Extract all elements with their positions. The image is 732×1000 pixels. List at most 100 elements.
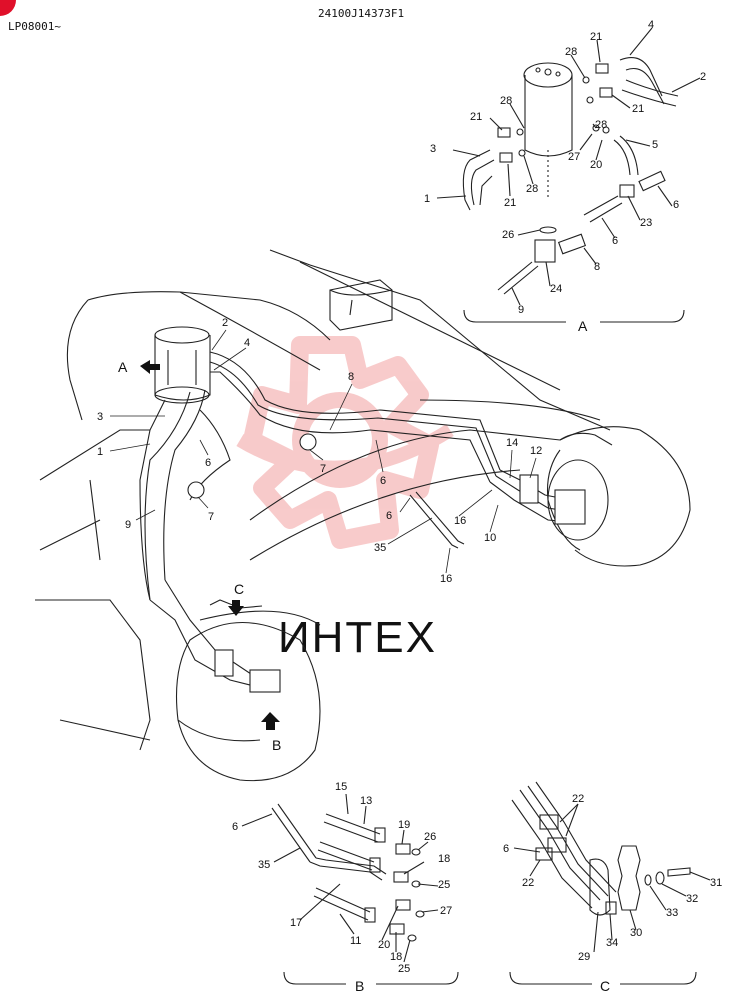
main-leaders [109, 329, 537, 574]
callout-b-6: 6 [232, 821, 238, 833]
detail-b-fitting-20 [395, 899, 411, 911]
detail-b-nut-13 [369, 857, 381, 873]
cylinder-block [329, 279, 393, 331]
callout-main-7a: 7 [320, 463, 326, 475]
detail-c-washer-33 [644, 874, 652, 886]
view-arrow-c-label: C [234, 581, 244, 597]
callout-main-14: 14 [506, 437, 518, 449]
view-arrow-a-icon [140, 360, 160, 374]
callout-a-5: 5 [652, 139, 658, 151]
cylinder-block-top [329, 289, 393, 296]
callout-a-28c: 28 [595, 119, 607, 131]
right-wheel-tread [559, 432, 613, 446]
watermark-logo [236, 336, 454, 549]
hose-1 [144, 391, 191, 601]
detail-b-oring-27 [415, 910, 425, 918]
section-c-label: C [600, 978, 610, 994]
body-left-rib [89, 479, 101, 561]
callout-c-6: 6 [503, 843, 509, 855]
callout-b-26: 26 [424, 831, 436, 843]
view-arrows [140, 360, 280, 730]
frame-plate-edge [179, 291, 321, 371]
hose-8b [209, 361, 497, 477]
detail-a-pipe-9b [503, 265, 539, 295]
detail-c-spacer-34 [605, 901, 617, 915]
detail-a-drawing [436, 27, 701, 323]
frame-left-curve [66, 299, 89, 421]
callout-b-27: 27 [440, 905, 452, 917]
callout-a-28d: 28 [526, 183, 538, 195]
corner-tab-shape [0, 0, 16, 16]
callout-a-20: 20 [590, 159, 602, 171]
callout-b-18b: 18 [390, 951, 402, 963]
fitting-block-b [249, 669, 281, 693]
callout-c-32: 32 [686, 893, 698, 905]
callout-a-26: 26 [502, 229, 514, 241]
detail-a-tube-2b [621, 89, 677, 107]
detail-b-tube-15b [323, 821, 379, 843]
detail-b-fitting-18b [389, 923, 405, 935]
detail-c-line-3 [535, 781, 617, 893]
callout-c-33: 33 [666, 907, 678, 919]
detail-a-fitting-21c [497, 127, 511, 138]
right-wheel-tire [559, 426, 691, 567]
axle-top-line [249, 429, 561, 521]
detail-c-bracket-29 [589, 858, 611, 916]
drawing-code-label: LP08001~ [8, 20, 61, 33]
callout-b-11: 11 [350, 935, 361, 947]
callout-main-9: 9 [125, 519, 131, 531]
callout-b-25b: 25 [398, 963, 410, 975]
detail-b-hose-6b [277, 803, 317, 859]
callout-a-28a: 28 [565, 46, 577, 58]
callout-b-25a: 25 [438, 879, 450, 891]
detail-a-pipe-6a [583, 195, 619, 216]
watermark-text: ИНТЕХ [278, 613, 437, 662]
callout-main-6c: 6 [386, 510, 392, 522]
corner-tab-marker [0, 0, 16, 16]
detail-a-part-6b [638, 170, 666, 192]
detail-b-drawing [241, 793, 459, 985]
callout-b-20: 20 [378, 939, 390, 951]
frame-top-curve [87, 291, 331, 341]
callout-a-8: 8 [594, 261, 600, 273]
callout-a-28b: 28 [500, 95, 512, 107]
callout-c-29: 29 [578, 951, 590, 963]
callout-c-22a: 22 [572, 793, 584, 805]
detail-c-callouts: 22 6 22 31 32 33 30 34 29 [503, 793, 722, 963]
callout-a-3: 3 [430, 143, 436, 155]
detail-b-bracket [283, 971, 459, 985]
callout-main-8: 8 [348, 371, 354, 383]
detail-a-tube-2 [625, 79, 679, 97]
detail-b-callouts: 15 13 19 26 6 18 35 25 17 27 11 20 18 25 [232, 781, 452, 975]
callout-a-6b: 6 [612, 235, 618, 247]
detail-b-fitting-19 [395, 843, 411, 855]
detail-c-drawing [509, 781, 711, 985]
callout-a-21c: 21 [470, 111, 482, 123]
body-left-top [39, 429, 150, 481]
left-wheel-tread [209, 599, 263, 609]
swivel-top [154, 326, 210, 344]
callout-main-4: 4 [244, 337, 250, 349]
callout-main-16a: 16 [454, 515, 466, 527]
right-wheel-hub [547, 459, 609, 541]
body-left-bottom [59, 719, 151, 741]
main-callouts: 2 4 3 1 6 8 7 7 9 6 14 12 16 10 6 35 16 [97, 317, 542, 585]
view-arrow-c-icon [228, 600, 244, 616]
callout-main-35: 35 [374, 542, 386, 554]
detail-a-oring-26 [539, 226, 557, 234]
swivel-body [154, 335, 211, 401]
machine-outline [35, 249, 691, 782]
detail-b-tube-13 [319, 841, 375, 863]
callout-a-21d: 21 [504, 197, 516, 209]
callout-main-6b: 6 [380, 475, 386, 487]
detail-a-fitting-21a [595, 63, 609, 74]
watermark-swoosh [236, 424, 454, 475]
callout-a-27: 27 [568, 151, 580, 163]
cylinder-block-bolt [349, 299, 353, 316]
clamp-7a [299, 433, 317, 451]
detail-a-tube-4b [625, 67, 665, 105]
callout-main-10: 10 [484, 532, 496, 544]
callout-b-18a: 18 [438, 853, 450, 865]
detail-b-oring-26 [411, 848, 421, 856]
